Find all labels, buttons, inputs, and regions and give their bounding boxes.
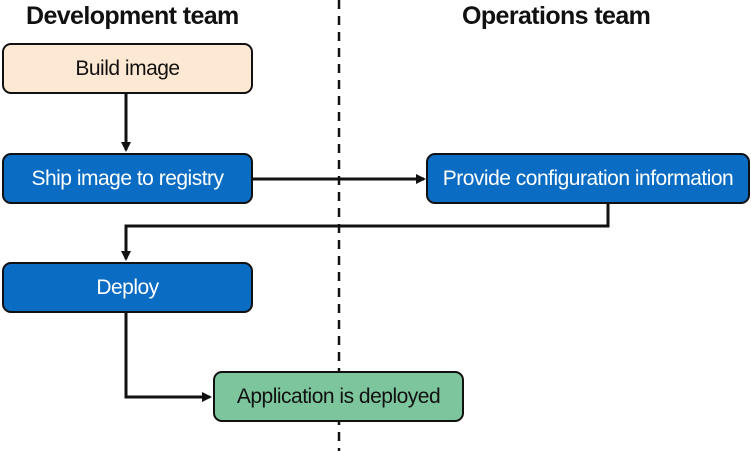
step-provide-config-label: Provide configuration information <box>442 166 734 190</box>
step-deploy-label: Deploy <box>96 275 159 299</box>
lane-title-development: Development team <box>26 2 239 30</box>
step-build-image: Build image <box>2 43 253 94</box>
step-deploy: Deploy <box>2 262 253 313</box>
lane-title-operations: Operations team <box>462 2 651 30</box>
step-application-deployed: Application is deployed <box>213 371 464 422</box>
step-build-image-label: Build image <box>75 56 180 80</box>
step-application-deployed-label: Application is deployed <box>236 384 441 408</box>
step-provide-config: Provide configuration information <box>426 153 750 204</box>
arrow-deploy-to-deployed <box>124 313 212 402</box>
step-ship-image-label: Ship image to registry <box>31 166 224 190</box>
step-ship-image: Ship image to registry <box>2 153 253 204</box>
arrow-config-to-deploy <box>121 204 610 261</box>
